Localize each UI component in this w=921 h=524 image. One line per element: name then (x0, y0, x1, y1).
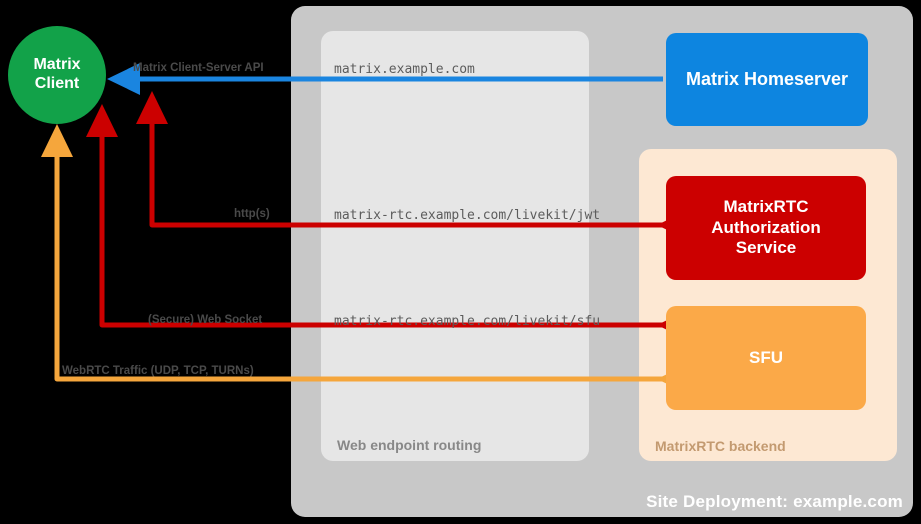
matrix-client-label-line2: Client (34, 75, 80, 92)
auth-service-label-line1: MatrixRTC (723, 196, 809, 216)
site-deployment-label: Site Deployment: example.com (646, 492, 903, 511)
auth-service-label-line2: Authorization (711, 217, 821, 237)
matrix-homeserver-node[interactable]: Matrix Homeserver (666, 33, 868, 126)
endpoint-url-livekit-sfu: matrix-rtc.example.com/livekit/sfu (334, 314, 601, 329)
matrixrtc-backend-label: MatrixRTC backend (655, 438, 786, 454)
protocol-label-http: http(s) (234, 208, 270, 220)
protocol-label-web-socket: (Secure) Web Socket (148, 314, 263, 326)
protocol-label-webrtc-traffic: WebRTC Traffic (UDP, TCP, TURNs) (62, 365, 254, 377)
web-endpoint-routing-zone (321, 31, 589, 461)
endpoint-url-livekit-jwt: matrix-rtc.example.com/livekit/jwt (334, 208, 601, 223)
web-endpoint-routing-label: Web endpoint routing (337, 437, 482, 453)
protocol-label-matrix-client-server-api: Matrix Client-Server API (133, 62, 264, 74)
endpoint-url-matrix: matrix.example.com (334, 62, 475, 77)
auth-service-label-line3: Service (735, 238, 797, 258)
matrix-client-label-line1: Matrix (33, 56, 81, 74)
sfu-label: SFU (749, 347, 783, 367)
matrix-homeserver-label: Matrix Homeserver (685, 68, 849, 89)
matrix-client-node[interactable]: Matrix Client (8, 26, 106, 124)
matrixrtc-authorization-service-node[interactable]: MatrixRTC Authorization Service (666, 176, 866, 280)
sfu-node[interactable]: SFU (666, 306, 866, 410)
